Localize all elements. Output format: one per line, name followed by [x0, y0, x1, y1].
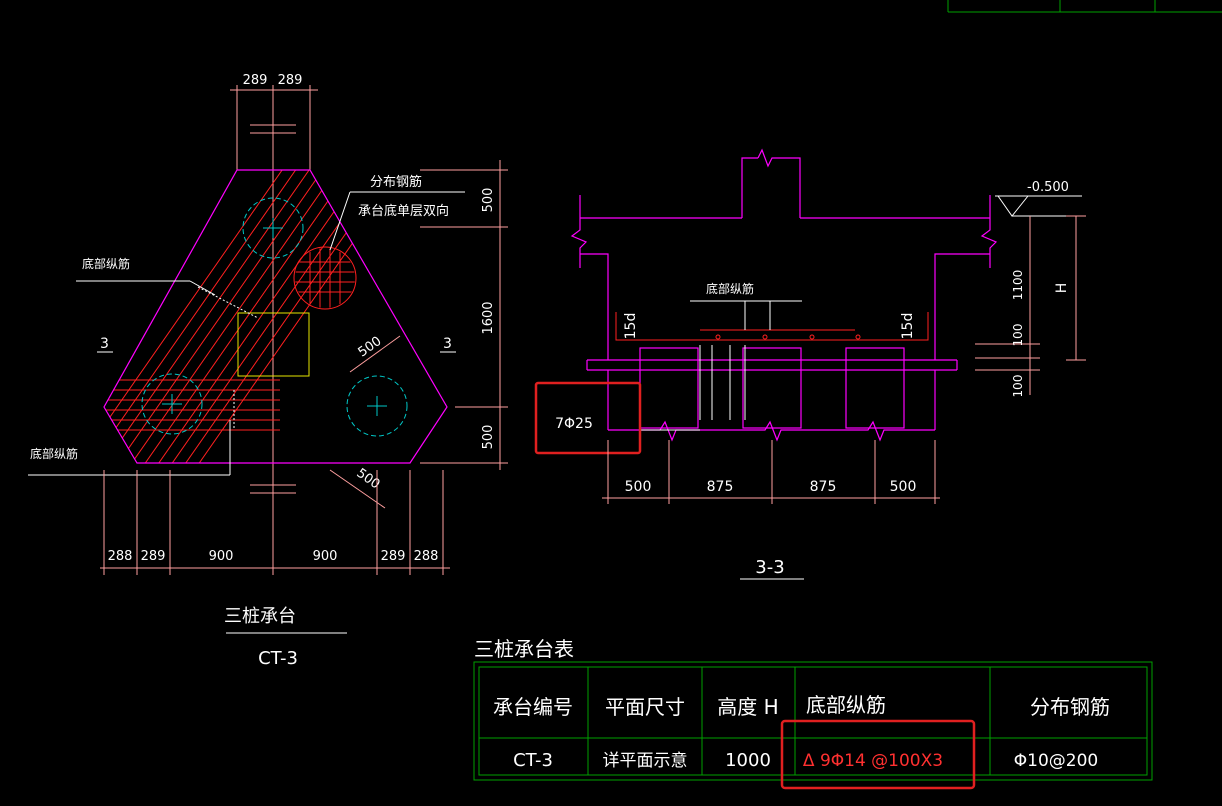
plan-view: 289 289: [28, 73, 508, 669]
dim-bottom-2: 900: [209, 549, 234, 564]
pile-left: [141, 373, 203, 435]
section-label-bottom-rebar: 底部纵筋: [706, 281, 754, 296]
pile-rebar-label: 7Φ25: [555, 416, 593, 432]
td-bottom-rebar: Δ 9Φ14 @100X3: [803, 751, 943, 771]
sec-dim-0: 500: [625, 479, 652, 495]
label-bottom-rebar-1: 底部纵筋: [82, 256, 130, 271]
label-bottom-rebar-2: 底部纵筋: [30, 446, 78, 461]
highlight-pile-rebar: [534, 381, 642, 455]
sec-dim-3: 500: [890, 479, 917, 495]
label-dist-rebar: 分布钢筋: [370, 174, 422, 190]
plan-code: CT-3: [258, 648, 298, 669]
section-right-dimension: [975, 215, 1086, 395]
highlight-bottom-rebar: [780, 719, 976, 790]
section-mark-right: 3: [443, 336, 452, 352]
section-mark-left: 3: [100, 336, 109, 352]
dim-right-500a: 500: [481, 188, 496, 213]
section-title: 3-3: [755, 557, 784, 578]
dim-pile-spacing-1: 500: [356, 334, 385, 361]
sec-dim-2: 875: [810, 479, 837, 495]
level-mark: [995, 195, 1082, 217]
dim-right-500b: 500: [481, 425, 496, 450]
plan-bottom-dimension: [100, 470, 450, 575]
dim-1100: 1100: [1011, 270, 1025, 301]
th-code: 承台编号: [493, 695, 573, 719]
th-height: 高度 H: [717, 695, 778, 719]
plan-right-dimension: [420, 160, 508, 470]
td-code: CT-3: [513, 750, 553, 771]
height-label: H: [1054, 283, 1070, 294]
dim-top-right: 289: [278, 73, 303, 88]
pile-cap-table: 三桩承台表 承台编号 平面尺寸 高度 H 底部纵筋 分布钢筋 CT-3 详平面示…: [473, 637, 1153, 790]
th-dist-rebar: 分布钢筋: [1030, 695, 1110, 719]
th-bottom-rebar: 底部纵筋: [806, 693, 886, 717]
section-bottom-dimension: [602, 440, 940, 504]
top-table-fragment: [947, 0, 1222, 13]
pile-cap-outline: [103, 169, 448, 464]
dim-100b: 100: [1011, 375, 1025, 398]
table-title: 三桩承台表: [474, 637, 574, 661]
pile-right: [346, 375, 408, 437]
section-view: 15d 15d 底部纵筋 7Φ25 -0.500: [534, 148, 1086, 580]
dim-top-left: 289: [243, 73, 268, 88]
dim-100a: 100: [1011, 324, 1025, 347]
section-rebar: [615, 312, 929, 341]
anchor-right: 15d: [900, 313, 916, 340]
dim-bottom-3: 900: [313, 549, 338, 564]
label-dist-rebar-note: 承台底单层双向: [358, 203, 449, 219]
td-dist-rebar: Φ10@200: [1014, 751, 1098, 771]
th-size: 平面尺寸: [605, 695, 685, 719]
dim-bottom-1: 289: [141, 549, 166, 564]
anchor-left: 15d: [623, 313, 639, 340]
dim-right-1600: 1600: [481, 301, 496, 334]
dim-bottom-0: 288: [108, 549, 133, 564]
sec-dim-1: 875: [707, 479, 734, 495]
td-height: 1000: [725, 750, 771, 771]
section-outline: [570, 148, 998, 442]
plan-title: 三桩承台: [224, 606, 296, 627]
plan-top-dimension: [230, 85, 318, 95]
column-outline: [237, 312, 310, 377]
dim-bottom-5: 288: [414, 549, 439, 564]
pile-top: [242, 197, 304, 259]
dim-pile-spacing-2: 500: [354, 466, 383, 493]
level-label: -0.500: [1027, 180, 1069, 195]
dim-bottom-4: 289: [381, 549, 406, 564]
dist-rebar-mark: [293, 246, 357, 310]
td-size: 详平面示意: [603, 751, 688, 771]
